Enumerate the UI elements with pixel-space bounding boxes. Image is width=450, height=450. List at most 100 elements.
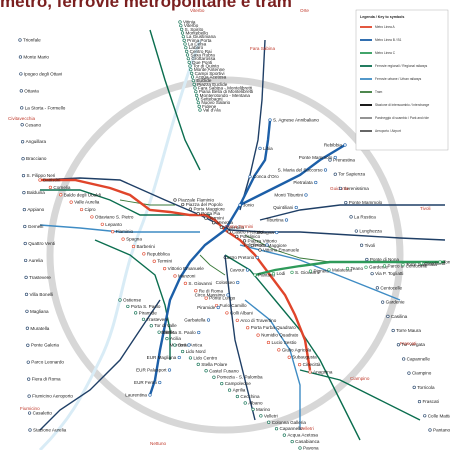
station-dot[interactable] — [20, 123, 24, 127]
station-dot[interactable] — [187, 343, 191, 347]
station-dot[interactable] — [419, 261, 424, 265]
station-dot[interactable] — [152, 259, 156, 263]
station-dot[interactable] — [251, 407, 255, 411]
station-dot[interactable] — [25, 309, 29, 313]
station-dot[interactable] — [268, 118, 272, 122]
station-dot[interactable] — [220, 382, 224, 386]
station-dot[interactable] — [245, 268, 250, 272]
station-dot[interactable] — [194, 289, 198, 293]
station-dot[interactable] — [359, 243, 364, 247]
station-dot[interactable] — [196, 212, 200, 216]
station-dot[interactable] — [282, 433, 286, 437]
station-dot[interactable] — [248, 175, 252, 179]
station-dot[interactable] — [187, 60, 191, 64]
station-dot[interactable] — [225, 311, 229, 315]
station-dot[interactable] — [250, 243, 254, 248]
station-dot[interactable] — [27, 411, 32, 415]
station-dot[interactable] — [255, 255, 259, 260]
station-dot[interactable] — [323, 168, 328, 172]
station-dot[interactable] — [349, 215, 353, 219]
station-dot[interactable] — [183, 281, 187, 285]
station-dot[interactable] — [242, 239, 247, 243]
station-dot[interactable] — [327, 268, 331, 272]
station-dot[interactable] — [382, 264, 387, 268]
station-dot[interactable] — [333, 155, 337, 160]
station-dot[interactable] — [206, 318, 211, 322]
station-dot[interactable] — [27, 377, 31, 381]
station-dot[interactable] — [345, 266, 350, 271]
station-dot[interactable] — [258, 248, 262, 252]
station-dot[interactable] — [189, 68, 193, 72]
station-dot[interactable] — [148, 393, 152, 397]
station-dot[interactable] — [304, 193, 308, 197]
station-dot[interactable] — [375, 286, 379, 290]
station-dot[interactable] — [158, 380, 162, 385]
station-dot[interactable] — [188, 356, 193, 360]
station-dot[interactable] — [194, 90, 198, 94]
station-dot[interactable] — [423, 414, 427, 418]
station-dot[interactable] — [298, 446, 302, 450]
station-dot[interactable] — [274, 427, 279, 431]
station-dot[interactable] — [226, 293, 230, 297]
station-dot[interactable] — [235, 394, 239, 399]
station-dot[interactable] — [149, 324, 153, 328]
station-dot[interactable] — [26, 343, 30, 347]
station-dot[interactable] — [386, 314, 390, 318]
station-dot[interactable] — [412, 385, 416, 389]
station-dot[interactable] — [271, 272, 276, 276]
station-dot[interactable] — [167, 368, 172, 372]
station-dot[interactable] — [333, 172, 337, 176]
station-dot[interactable] — [204, 369, 208, 373]
station-dot[interactable] — [190, 75, 195, 79]
station-dot[interactable] — [214, 303, 219, 308]
station-dot[interactable] — [284, 218, 289, 222]
station-dot[interactable] — [23, 241, 27, 246]
station-dot[interactable] — [266, 340, 271, 345]
station-dot[interactable] — [298, 363, 302, 367]
station-dot[interactable] — [18, 38, 22, 42]
station-dot[interactable] — [219, 225, 223, 229]
station-dot[interactable] — [38, 178, 42, 182]
station-dot[interactable] — [195, 93, 199, 97]
station-dot[interactable] — [24, 275, 28, 279]
station-dot[interactable] — [227, 388, 232, 392]
station-dot[interactable] — [197, 330, 201, 335]
station-dot[interactable] — [131, 244, 136, 249]
station-dot[interactable] — [19, 72, 23, 76]
station-dot[interactable] — [111, 230, 115, 234]
station-dot[interactable] — [314, 180, 318, 185]
station-dot[interactable] — [185, 49, 189, 53]
station-dot[interactable] — [258, 146, 262, 150]
station-dot[interactable] — [265, 243, 269, 247]
station-dot[interactable] — [182, 38, 186, 42]
station-dot[interactable] — [365, 257, 369, 262]
station-dot[interactable] — [256, 333, 260, 337]
station-dot[interactable] — [196, 101, 200, 105]
station-dot[interactable] — [181, 35, 185, 39]
station-dot[interactable] — [238, 203, 242, 207]
station-dot[interactable] — [370, 272, 374, 276]
station-dot[interactable] — [267, 420, 271, 424]
station-dot[interactable] — [275, 230, 279, 235]
station-dot[interactable] — [173, 198, 177, 202]
station-dot[interactable] — [188, 64, 192, 68]
station-dot[interactable] — [141, 317, 146, 321]
station-dot[interactable] — [243, 401, 247, 405]
station-dot[interactable] — [181, 202, 185, 207]
station-dot[interactable] — [22, 207, 26, 212]
station-dot[interactable] — [259, 414, 263, 418]
station-dot[interactable] — [196, 362, 200, 366]
station-dot[interactable] — [126, 304, 130, 309]
station-dot[interactable] — [308, 370, 312, 374]
station-dot[interactable] — [142, 252, 146, 256]
station-dot[interactable] — [198, 108, 202, 112]
station-dot[interactable] — [396, 343, 401, 347]
station-dot[interactable] — [20, 106, 24, 110]
station-dot[interactable] — [287, 355, 291, 359]
station-dot[interactable] — [204, 216, 208, 220]
station-dot[interactable] — [173, 343, 177, 347]
station-dot[interactable] — [417, 399, 422, 404]
station-dot[interactable] — [178, 20, 182, 24]
station-dot[interactable] — [18, 55, 23, 59]
station-dot[interactable] — [180, 27, 184, 31]
